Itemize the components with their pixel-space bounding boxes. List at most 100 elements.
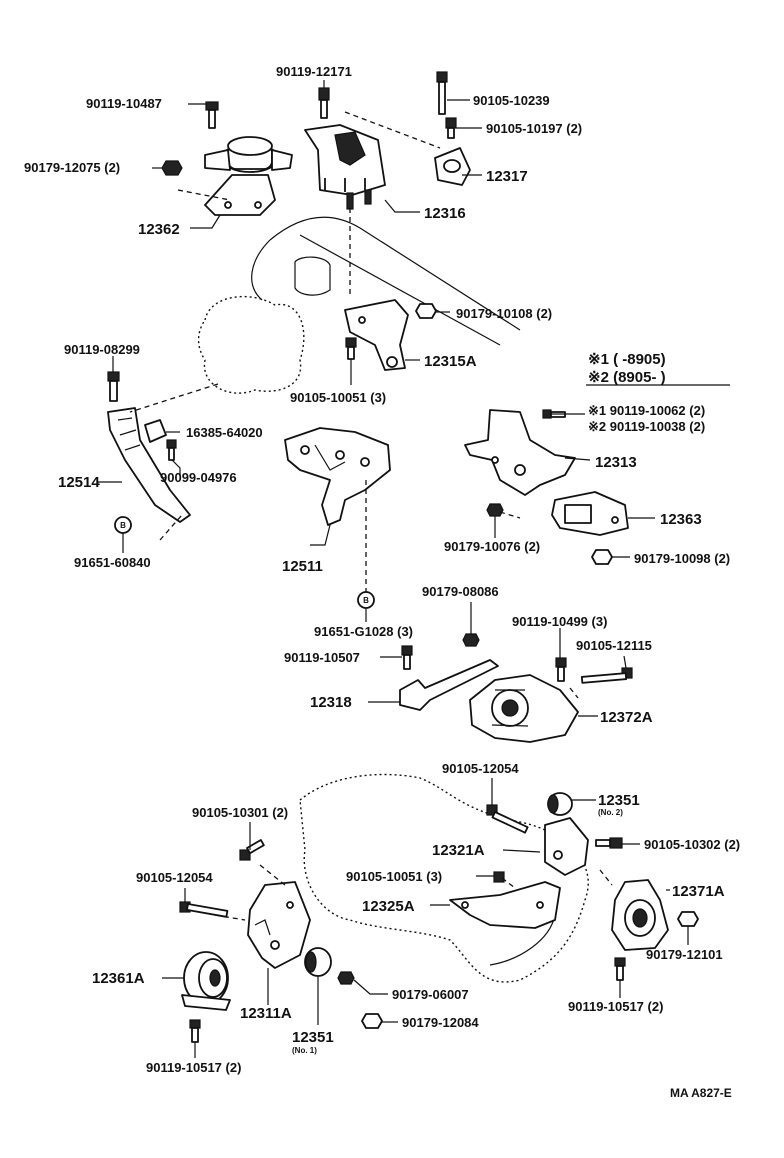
bushing-12351-no1 (304, 947, 332, 977)
bolt-90105-12115 (580, 667, 633, 684)
label-12316: 12316 (424, 205, 466, 222)
nut-90179-08086 (462, 633, 480, 647)
label-12325A: 12325A (362, 898, 415, 915)
part-16385-64020 (144, 419, 167, 443)
bracket-12315A (344, 299, 409, 371)
label-12363: 12363 (660, 511, 702, 528)
label-no2: (No. 2) (598, 808, 623, 817)
label-90119-10507: 90119-10507 (284, 650, 360, 665)
transmission-outline (299, 773, 589, 983)
part-labels: 90119-12171 90119-10487 90105-10239 9010… (24, 64, 740, 1100)
label-90119-08299: 90119-08299 (64, 342, 140, 357)
bolt-90119-10517-right (614, 957, 626, 981)
label-90119-12171: 90119-12171 (276, 64, 352, 79)
reference-code: MA A827-E (670, 1086, 732, 1100)
label-no1: (No. 1) (292, 1046, 317, 1055)
label-90179-08086: 90179-08086 (422, 584, 499, 599)
nut-90179-12084 (361, 1013, 383, 1029)
label-90119-10062: ※1 90119-10062 (2) (588, 403, 705, 418)
label-90105-10302: 90105-10302 (2) (644, 837, 740, 852)
bracket-12511 (284, 427, 391, 526)
label-90105-10301: 90105-10301 (2) (192, 805, 288, 820)
label-12362: 12362 (138, 221, 180, 238)
bolt-90119-10507 (401, 645, 413, 670)
label-12318: 12318 (310, 694, 352, 711)
bolt-90105-10051-top (345, 337, 357, 360)
mount-12371A (611, 879, 669, 951)
bolt-90105-12054-top (486, 804, 529, 834)
bolt-90105-10301 (239, 839, 265, 861)
label-90105-10197: 90105-10197 (2) (486, 121, 582, 136)
label-90119-10517-left: 90119-10517 (2) (146, 1060, 241, 1075)
label-90179-10098: 90179-10098 (2) (634, 551, 730, 566)
bolt-90105-10051-bottom (493, 871, 505, 883)
bolt-90119-10517-left (189, 1019, 201, 1043)
leader-lines (98, 80, 730, 1058)
label-16385-64020: 16385-64020 (186, 425, 263, 440)
bolt-90105-12054-left (179, 901, 229, 918)
label-90105-10051-bottom: 90105-10051 (3) (346, 869, 442, 884)
label-91651-60840: 91651-60840 (74, 555, 151, 570)
bolt-90119-08299 (107, 371, 120, 402)
nut-90179-12101 (677, 911, 699, 927)
label-90099-04976: 90099-04976 (160, 470, 237, 485)
bolt-90105-10239 (436, 71, 448, 115)
mount-12362 (204, 136, 293, 216)
bolt-90119-10487 (205, 101, 219, 129)
callout-b-letter: B (363, 596, 369, 605)
label-90105-10239: 90105-10239 (473, 93, 550, 108)
bracket-12316 (304, 124, 386, 210)
label-90179-12084: 90179-12084 (402, 1015, 479, 1030)
rod-12318 (399, 659, 499, 711)
label-90179-12075: 90179-12075 (2) (24, 160, 120, 175)
engine-outline (197, 216, 521, 394)
label-90179-12101: 90179-12101 (646, 947, 723, 962)
label-90105-12115: 90105-12115 (576, 638, 652, 653)
label-12351-top: 12351 (598, 792, 640, 809)
nut-90179-06007 (337, 971, 355, 985)
label-90179-06007: 90179-06007 (392, 987, 469, 1002)
label-12311A: 12311A (240, 1005, 292, 1022)
bracket-12325A (449, 881, 561, 929)
label-12371A: 12371A (672, 883, 725, 900)
label-12351-bottom: 12351 (292, 1029, 334, 1046)
label-12372A: 12372A (600, 709, 653, 726)
bolt-90105-10197 (445, 117, 457, 139)
label-12511: 12511 (282, 558, 323, 575)
bracket-12311A (247, 881, 311, 969)
bolt-90105-10302 (595, 837, 623, 849)
label-90105-10051-top: 90105-10051 (3) (290, 390, 386, 405)
label-12361A: 12361A (92, 970, 145, 987)
label-90105-12054-left: 90105-12054 (136, 870, 213, 885)
note-2: ※2 (8905- ) (588, 369, 666, 386)
nut-90179-12075 (161, 160, 183, 176)
bolt-90119-12171 (318, 87, 330, 119)
bushing-12351-no2 (547, 792, 573, 816)
bolt-90119-10499 (555, 657, 567, 682)
label-12315A: 12315A (424, 353, 477, 370)
label-12321A: 12321A (432, 842, 485, 859)
nut-90179-10108 (415, 303, 437, 319)
callout-b-left: B (114, 516, 132, 534)
mount-12361A (181, 951, 231, 1011)
nut-90179-10098 (591, 549, 613, 565)
nut-90179-10076 (486, 503, 504, 517)
arm-12514 (107, 407, 191, 523)
label-91651-G1028: 91651-G1028 (3) (314, 624, 413, 639)
mount-12372A (469, 674, 579, 743)
label-90119-10499: 90119-10499 (3) (512, 614, 607, 629)
bracket-12321A (544, 817, 589, 876)
label-90105-12054-top: 90105-12054 (442, 761, 519, 776)
bracket-12313 (464, 409, 576, 496)
callout-b-center: B (357, 591, 375, 609)
label-90119-10487: 90119-10487 (86, 96, 162, 111)
label-12514: 12514 (58, 474, 100, 491)
label-90119-10517-right: 90119-10517 (2) (568, 999, 663, 1014)
label-90179-10076: 90179-10076 (2) (444, 539, 540, 554)
label-12313: 12313 (595, 454, 637, 471)
label-90179-10108: 90179-10108 (2) (456, 306, 552, 321)
bolt-90099-04976 (166, 439, 177, 461)
mount-12363 (551, 491, 629, 536)
